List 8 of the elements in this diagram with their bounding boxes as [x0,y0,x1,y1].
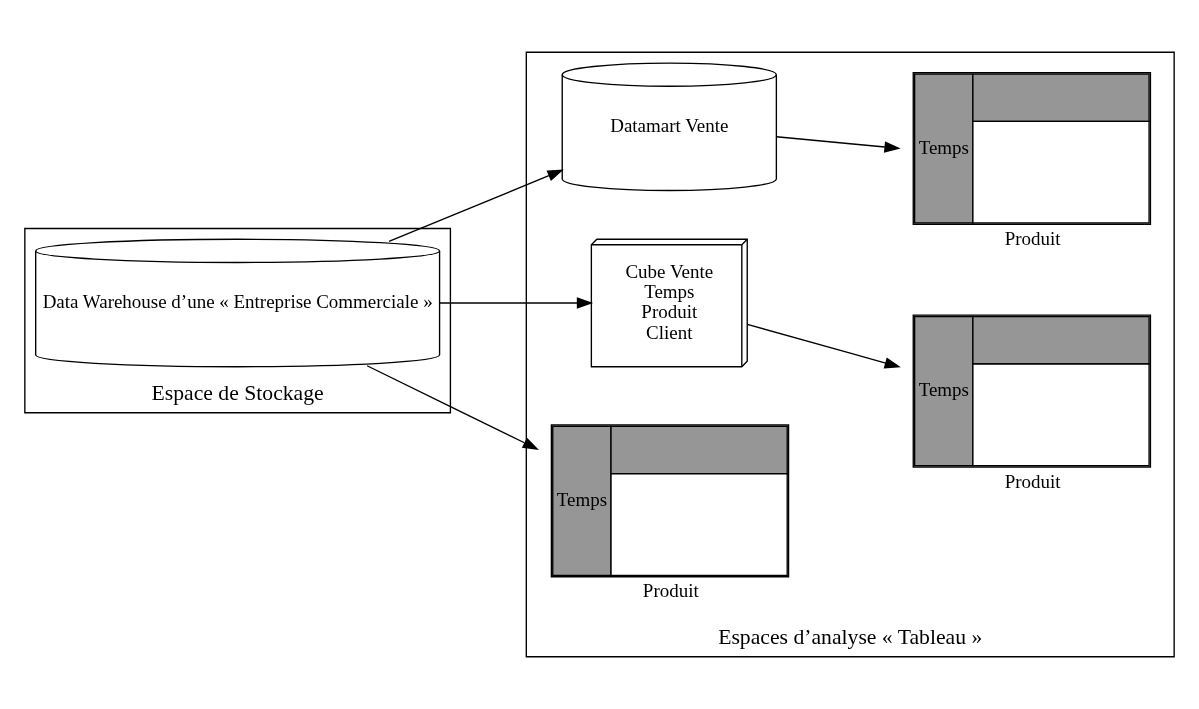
arrow [746,323,901,369]
arrow [388,169,564,243]
arrow [438,297,594,309]
node-label: Produit [1004,227,1061,249]
node-label: Produit [642,580,699,602]
node-label: Produit [1004,470,1061,492]
arrow [775,136,901,153]
arrow [366,365,539,450]
